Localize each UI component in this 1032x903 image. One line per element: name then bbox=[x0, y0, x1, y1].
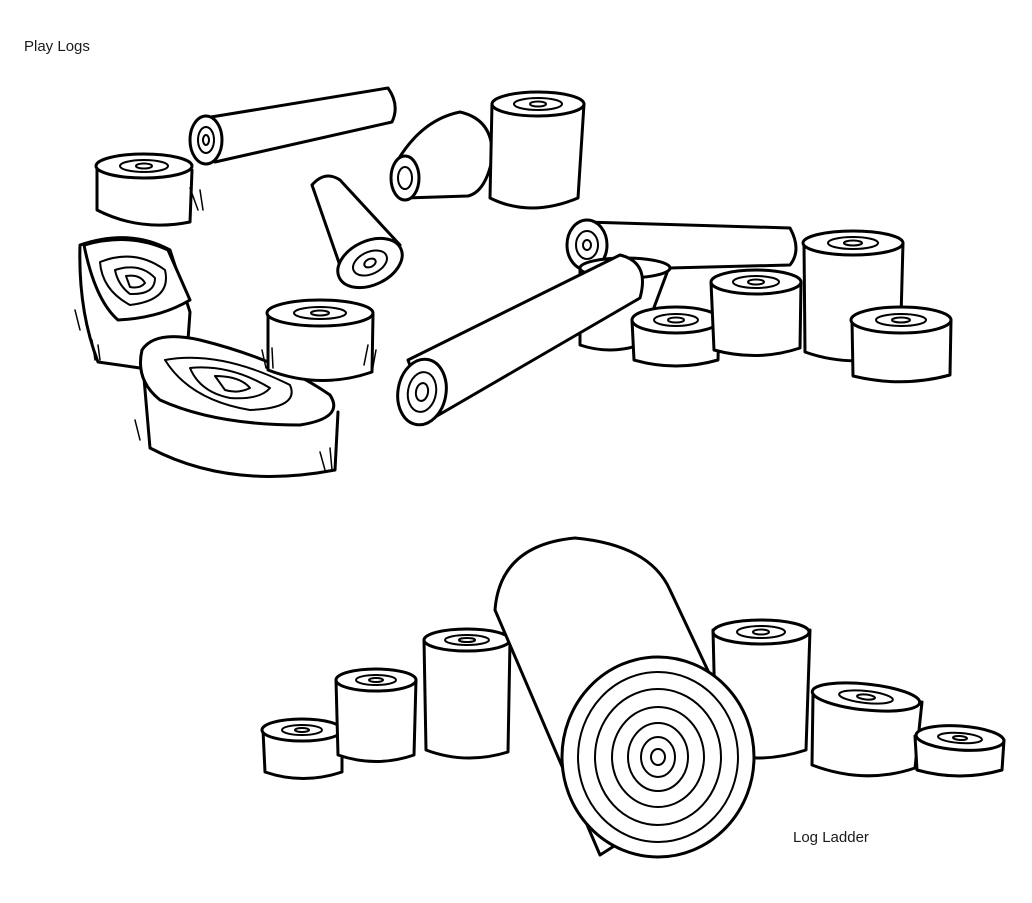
stump-front-small bbox=[630, 305, 722, 368]
wedge-chunk bbox=[389, 110, 494, 202]
irregular-chunk bbox=[78, 236, 192, 370]
play-logs-caption: Play Logs bbox=[24, 38, 90, 55]
big-foreground-log bbox=[493, 536, 756, 859]
stump-middle-short bbox=[265, 298, 375, 383]
ladder-stump-2 bbox=[334, 667, 418, 763]
stump-small-left bbox=[94, 152, 194, 227]
ladder-stump-5 bbox=[810, 681, 924, 778]
log-ladder-caption: Log Ladder bbox=[793, 829, 869, 846]
tall-stump-top bbox=[488, 90, 586, 210]
large-oval-chunk bbox=[139, 335, 340, 478]
long-log-top bbox=[188, 86, 397, 166]
ladder-stump-6 bbox=[913, 724, 1006, 778]
stump-right-middle bbox=[709, 268, 803, 357]
stump-front-right bbox=[849, 305, 953, 384]
ladder-stump-1 bbox=[260, 717, 344, 780]
grass-tufts bbox=[74, 187, 377, 471]
small-diagonal-log bbox=[310, 174, 404, 290]
ladder-stump-3 bbox=[422, 627, 512, 760]
long-diagonal-log bbox=[396, 253, 644, 427]
